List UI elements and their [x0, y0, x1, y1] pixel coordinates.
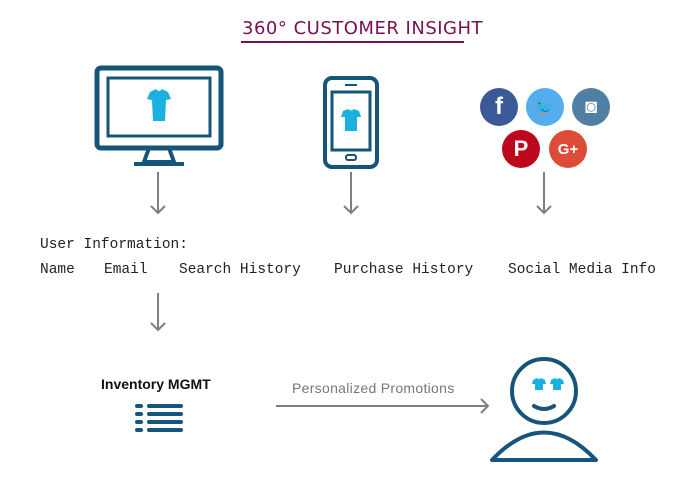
shirt-icon — [341, 109, 361, 131]
arrow-down-inventory — [150, 293, 166, 332]
smartphone-icon — [323, 76, 379, 169]
field-purchase-history: Purchase History — [334, 262, 474, 278]
inventory-label: Inventory MGMT — [101, 376, 211, 392]
instagram-icon: ◙ — [572, 88, 610, 126]
field-email: Email — [104, 262, 148, 278]
google-plus-icon: G+ — [549, 130, 587, 168]
arrow-down-social — [536, 172, 552, 215]
arrow-down-mobile — [343, 172, 359, 215]
user-info-heading: User Information: — [40, 237, 188, 253]
field-search-history: Search History — [179, 262, 301, 278]
customer-avatar-icon — [490, 357, 598, 462]
facebook-icon: f — [480, 88, 518, 126]
title-underline — [241, 41, 464, 43]
diagram-title: 360° CUSTOMER INSIGHT — [242, 18, 484, 39]
arrow-right-promotions — [276, 398, 490, 414]
user-info-fields: Name Email Search History Purchase Histo… — [0, 260, 662, 284]
field-name: Name — [40, 262, 75, 278]
twitter-icon: 🐦 — [526, 88, 564, 126]
promotions-label: Personalized Promotions — [292, 380, 455, 396]
shirt-icon — [147, 89, 171, 121]
arrow-down-desktop — [150, 172, 166, 215]
field-social-media-info: Social Media Info — [508, 262, 656, 278]
list-icon — [135, 404, 183, 432]
pinterest-icon: P — [502, 130, 540, 168]
desktop-monitor-icon — [94, 65, 224, 166]
